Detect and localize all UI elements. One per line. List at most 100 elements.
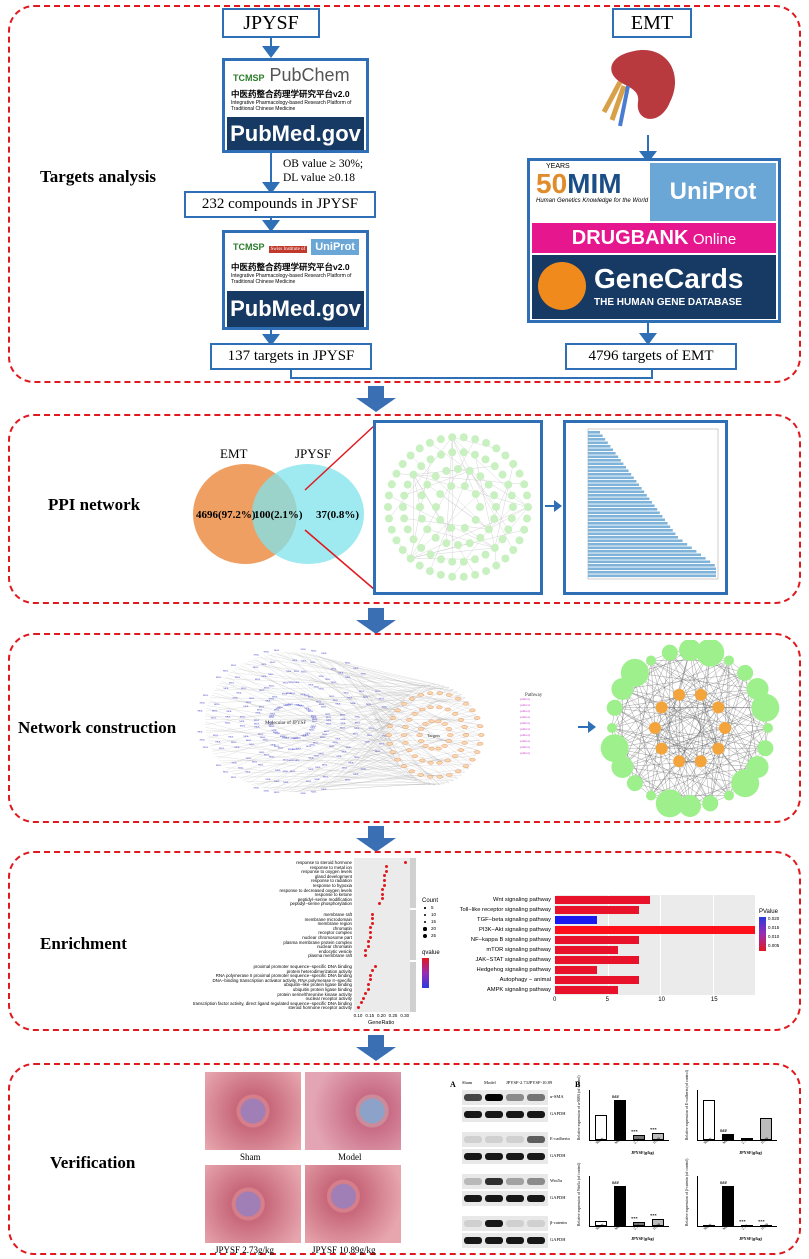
ppi-node xyxy=(448,557,457,566)
ppi-node xyxy=(490,462,499,471)
target-node xyxy=(417,773,424,777)
wb-band xyxy=(506,1111,524,1118)
go-dot xyxy=(373,964,377,968)
ppi-node xyxy=(504,480,513,489)
jpysf-database-box-1: TCMSP PubChem 中医药整合药理学研究平台v2.0 Integrati… xyxy=(222,58,369,153)
target-node xyxy=(417,739,425,743)
molecule-node: MOL xyxy=(283,781,289,784)
target-node xyxy=(402,741,409,745)
target-node xyxy=(419,758,426,763)
molecule-node: MOL xyxy=(264,753,270,756)
wb-band xyxy=(527,1195,545,1202)
wb-band xyxy=(464,1195,482,1202)
go-dot xyxy=(364,992,368,996)
kegg-xtick: 15 xyxy=(710,997,718,1003)
molecule-node: MOL xyxy=(311,650,317,653)
molecule-node: MOL xyxy=(311,725,317,728)
venn-zoom-lines xyxy=(304,424,376,591)
molecule-node: MOL xyxy=(294,670,300,673)
molecule-node: MOL xyxy=(301,792,307,795)
tcmsp-icon: TCMSP xyxy=(233,242,265,252)
go-term-label: peptidyl−serine phosphorylation xyxy=(290,901,352,907)
molecule-node: MOL xyxy=(310,661,316,664)
go-tick: 0.20 xyxy=(377,1013,386,1018)
molecule-node: MOL xyxy=(231,664,237,667)
target-node xyxy=(386,741,393,746)
count-legend-value: 25 xyxy=(431,933,437,938)
molecule-node: MOL xyxy=(264,687,270,690)
degree-bar xyxy=(588,574,716,578)
molecule-node: MOL xyxy=(270,744,276,747)
go-dot xyxy=(403,860,407,864)
molecule-node: MOL xyxy=(294,759,300,762)
wb-band xyxy=(485,1195,503,1202)
go-dot xyxy=(371,921,375,925)
molecule-node: MOL xyxy=(326,716,332,719)
molecule-node: MOL xyxy=(274,745,280,748)
molecule-node: MOL xyxy=(272,696,278,699)
kegg-legend-value: 0.020 xyxy=(768,916,780,921)
target-node xyxy=(469,708,476,713)
target-node xyxy=(457,718,465,722)
target-node xyxy=(422,744,429,748)
molecule-node: MOL xyxy=(273,731,279,734)
tcmsp-icon: TCMSP xyxy=(233,73,265,83)
expression-bar xyxy=(633,1135,645,1140)
molecule-node: MOL xyxy=(269,684,275,687)
molecule-node: MOL xyxy=(338,672,344,675)
ppi-node xyxy=(392,536,401,545)
molecule-node: MOL xyxy=(223,687,229,690)
go-term-label: proximal promoter sequence−specific DNA … xyxy=(253,964,352,969)
ppi-node xyxy=(436,490,445,499)
go-dot xyxy=(368,978,372,982)
tcmip-cn-2: 中医药整合药理学研究平台v2.0 xyxy=(231,262,350,272)
molecule-node: MOL xyxy=(275,732,281,735)
go-term-label: plasma membrane raft xyxy=(308,953,352,959)
expression-bar xyxy=(760,1225,772,1228)
go-dot xyxy=(366,982,370,986)
wb-membrane xyxy=(462,1216,548,1231)
core-node xyxy=(620,658,649,687)
wb-band xyxy=(527,1094,545,1101)
molecule-node: MOL xyxy=(228,735,234,738)
expression-bar xyxy=(722,1134,734,1140)
ppi-network-image xyxy=(373,420,543,595)
molecule-node: MOL xyxy=(299,705,305,708)
kegg-bar xyxy=(555,946,619,954)
histology-sham xyxy=(205,1072,301,1150)
core-node xyxy=(661,644,678,661)
kegg-legend-value: 0.005 xyxy=(768,943,780,948)
go-legend-count-title: Count xyxy=(422,898,439,904)
enrichment-panel xyxy=(8,851,801,1031)
molecule-node: MOL xyxy=(312,718,318,721)
molecule-node: MOL xyxy=(363,696,369,699)
core-node xyxy=(719,722,731,734)
target-node xyxy=(461,725,468,729)
target-node xyxy=(444,707,451,712)
wb-band xyxy=(485,1094,503,1101)
target-node xyxy=(457,748,465,752)
jpysf-database-box-2: TCMSP Swiss Institute of UniProt 中医药整合药理… xyxy=(222,230,369,330)
molecule-node: MOL xyxy=(269,714,275,717)
pubmed-logo-2: PubMed.gov xyxy=(227,291,364,327)
molecule-node: MOL xyxy=(269,716,275,719)
molecule-node: MOL xyxy=(321,652,327,655)
pathway-node: pathway xyxy=(520,751,531,755)
go-term-label: protein heterodimerization activity xyxy=(286,968,352,974)
core-node xyxy=(731,769,760,798)
core-node xyxy=(606,699,623,716)
molecule-node: MOL xyxy=(345,662,351,665)
go-term-label: chromatin xyxy=(332,925,352,931)
molecule-node: MOL xyxy=(264,651,270,654)
molecule-node: MOL xyxy=(301,735,307,738)
molecule-node: MOL xyxy=(282,693,288,696)
go-term-label: ubiquitin protein ligase binding xyxy=(292,987,352,992)
ppi-node xyxy=(484,525,493,534)
wb-band xyxy=(527,1136,545,1143)
degree-bar xyxy=(588,522,668,525)
molecule-node: MOL xyxy=(278,746,284,749)
core-node xyxy=(724,790,734,801)
target-node xyxy=(462,702,470,706)
ppi-node xyxy=(523,514,532,523)
